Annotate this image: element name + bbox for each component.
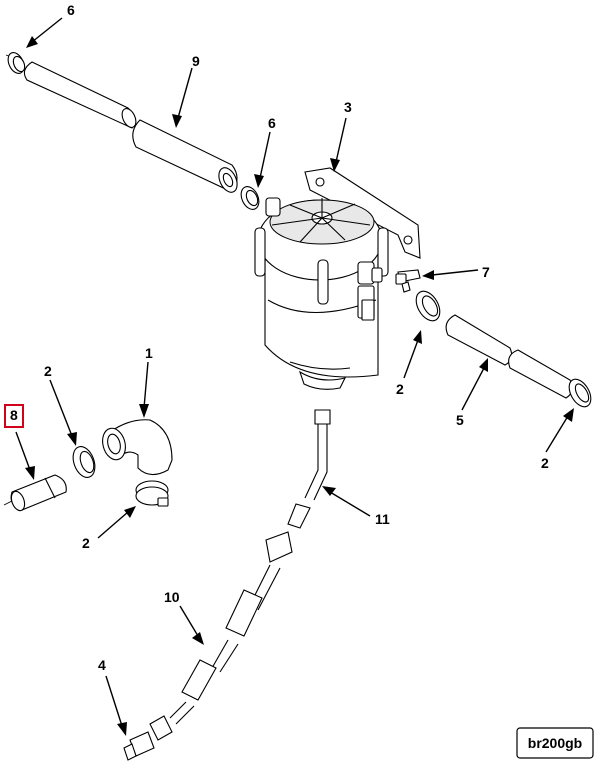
- callout-4: 4: [98, 657, 106, 673]
- callout-6-top-middle: 6: [268, 115, 276, 131]
- callout-3: 3: [344, 99, 352, 115]
- callout-labels: 6 9 6 3 7 2 5 2 1 2 8 2 11 10 4: [10, 2, 549, 673]
- elbow-item-1: [102, 419, 173, 476]
- leader-lines: [15, 17, 574, 736]
- callout-2-left-bottom: 2: [82, 535, 90, 551]
- callout-8-highlight-box: [4, 404, 24, 428]
- callout-6-top-left: 6: [67, 2, 75, 18]
- fitting-item-8: [3, 474, 67, 512]
- reference-code-box: br200gb: [516, 727, 594, 759]
- hose-clamp-left-cluster-bottom: [135, 480, 169, 507]
- hose-upper: [23, 61, 238, 193]
- fuel-filter-assembly: [254, 167, 421, 390]
- callout-2-right-outer: 2: [541, 455, 549, 471]
- hose-clamp-top-left: [5, 52, 26, 74]
- hose-right: [445, 314, 573, 399]
- reference-code: br200gb: [528, 735, 582, 751]
- fitting-item-4: [123, 715, 173, 761]
- bolt-item-7: [395, 269, 421, 293]
- callout-7: 7: [482, 264, 490, 280]
- hose-clamp-top-middle: [240, 186, 260, 210]
- hose-clamp-right-outer: [568, 378, 592, 408]
- callout-10: 10: [164, 589, 180, 605]
- fuel-line-item-10: [169, 564, 281, 725]
- hose-clamp-right-inner: [415, 290, 441, 322]
- callout-9: 9: [192, 53, 200, 69]
- fuel-line-item-11: [265, 409, 331, 563]
- callout-8: 8: [10, 407, 18, 423]
- callout-2-right-inner: 2: [396, 381, 404, 397]
- hose-clamp-left-cluster-top: [72, 446, 96, 478]
- callout-1: 1: [145, 345, 153, 361]
- callout-5: 5: [456, 412, 464, 428]
- callout-11: 11: [375, 511, 390, 527]
- callout-2-left-top: 2: [44, 363, 52, 379]
